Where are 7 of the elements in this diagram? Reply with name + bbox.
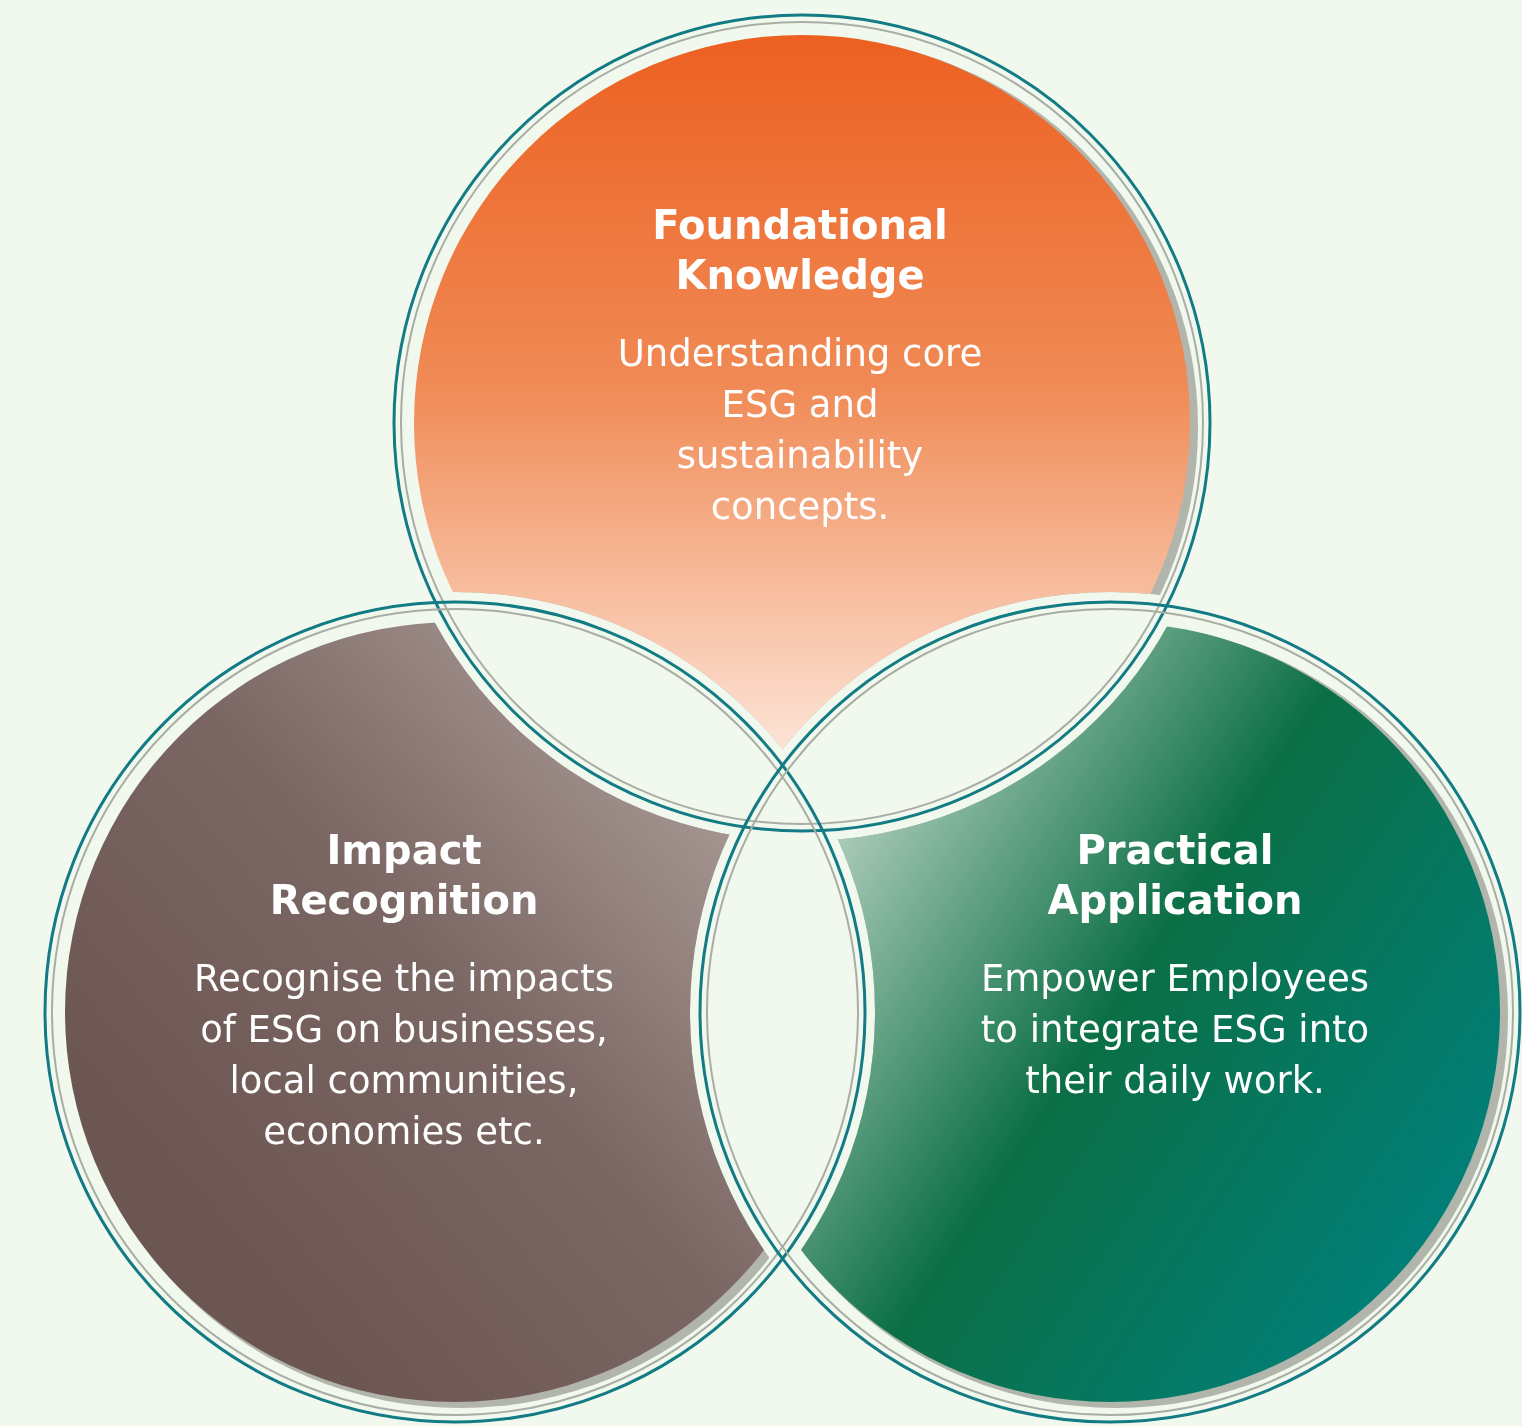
- circle-heading: Practical Application: [1046, 826, 1304, 925]
- circle-description: Empower Employees to integrate ESG into their daily work.: [979, 956, 1371, 1104]
- circle-heading: Impact Recognition: [268, 826, 540, 925]
- circle-description: Understanding core ESG and sustainability concepts.: [616, 331, 984, 530]
- venn-circle: [698, 600, 1522, 1424]
- circle-description: Recognise the impacts of ESG on businesses, local communities, economies etc.: [194, 956, 614, 1155]
- circle-heading: Foundational Knowledge: [651, 201, 949, 300]
